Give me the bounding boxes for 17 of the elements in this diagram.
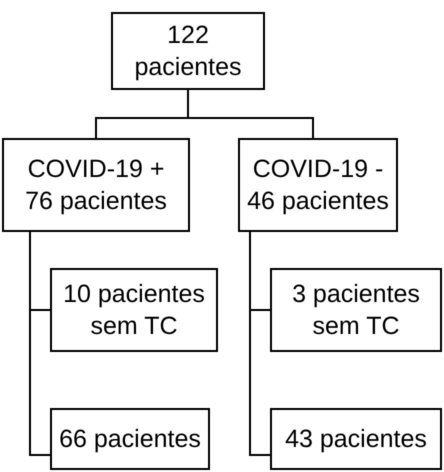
box-label: COVID-19 + 76 pacientes	[24, 154, 168, 217]
box-label: 66 pacientes	[59, 424, 201, 455]
box-label: 3 pacientes sem TC	[291, 278, 421, 342]
process-box	[2, 138, 190, 232]
box-label: 43 pacientes	[285, 424, 427, 455]
box-label: COVID-19 - 46 pacientes	[246, 154, 390, 217]
process-box	[270, 408, 442, 470]
process-box	[50, 268, 218, 352]
process-box	[270, 268, 442, 352]
box-label: 10 pacientes sem TC	[62, 278, 206, 342]
box-label: 122 pacientes	[133, 20, 243, 83]
connector-line	[187, 90, 314, 138]
connector-line	[249, 232, 270, 456]
process-box	[111, 12, 265, 90]
process-box	[238, 138, 398, 232]
connector-line	[29, 232, 50, 456]
process-box	[50, 408, 210, 470]
